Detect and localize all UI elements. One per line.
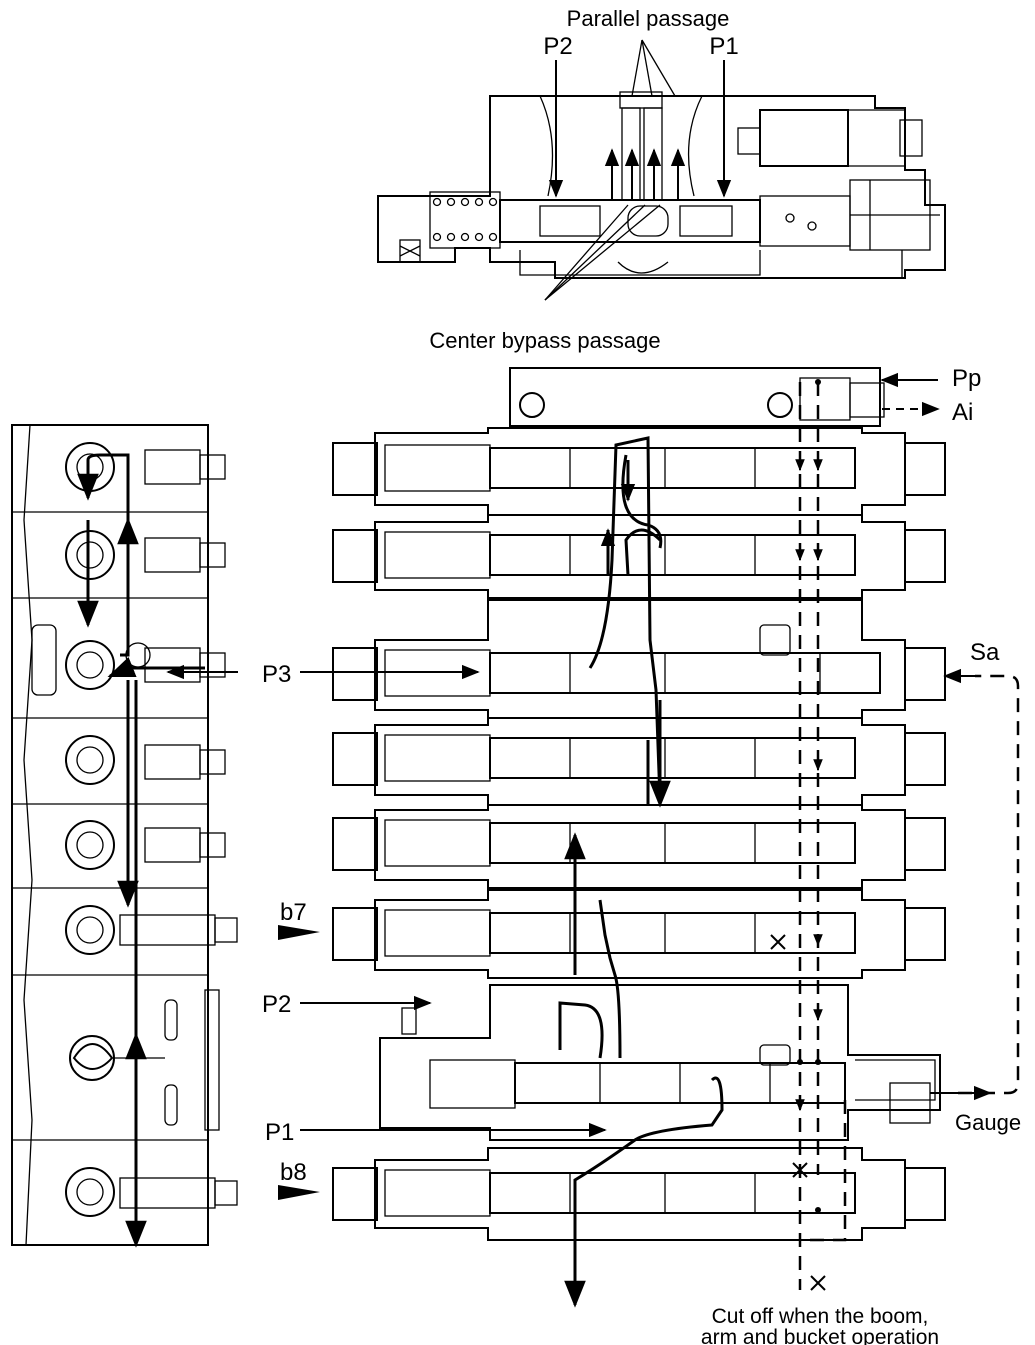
port-p1-label: P1 <box>265 1119 294 1146</box>
pilot-signal-lines <box>770 379 1020 1291</box>
port-p2-label: P2 <box>262 991 291 1018</box>
port-sa-label: Sa <box>970 639 1000 666</box>
flow-lines <box>558 436 724 1308</box>
cutoff-note-line2: arm and bucket operation <box>701 1326 939 1345</box>
port-ai-label: Ai <box>952 399 973 426</box>
main-valve-stack <box>332 367 946 1241</box>
gauge-label: Gauge <box>955 1110 1021 1135</box>
port-p1-top-label: P1 <box>709 33 738 60</box>
left-side-view <box>11 424 238 1246</box>
port-pp-label: Pp <box>952 365 981 392</box>
parallel-passage-label: Parallel passage <box>567 6 730 31</box>
port-b7-label: b7 <box>280 899 307 926</box>
port-b8-label: b8 <box>280 1159 307 1186</box>
port-p3-label: P3 <box>262 661 291 688</box>
center-bypass-passage-label: Center bypass passage <box>429 328 660 353</box>
cutoff-note-line1: Cut off when the boom, <box>712 1305 929 1328</box>
top-valve-section <box>377 91 946 279</box>
port-p2-top-label: P2 <box>543 33 572 60</box>
